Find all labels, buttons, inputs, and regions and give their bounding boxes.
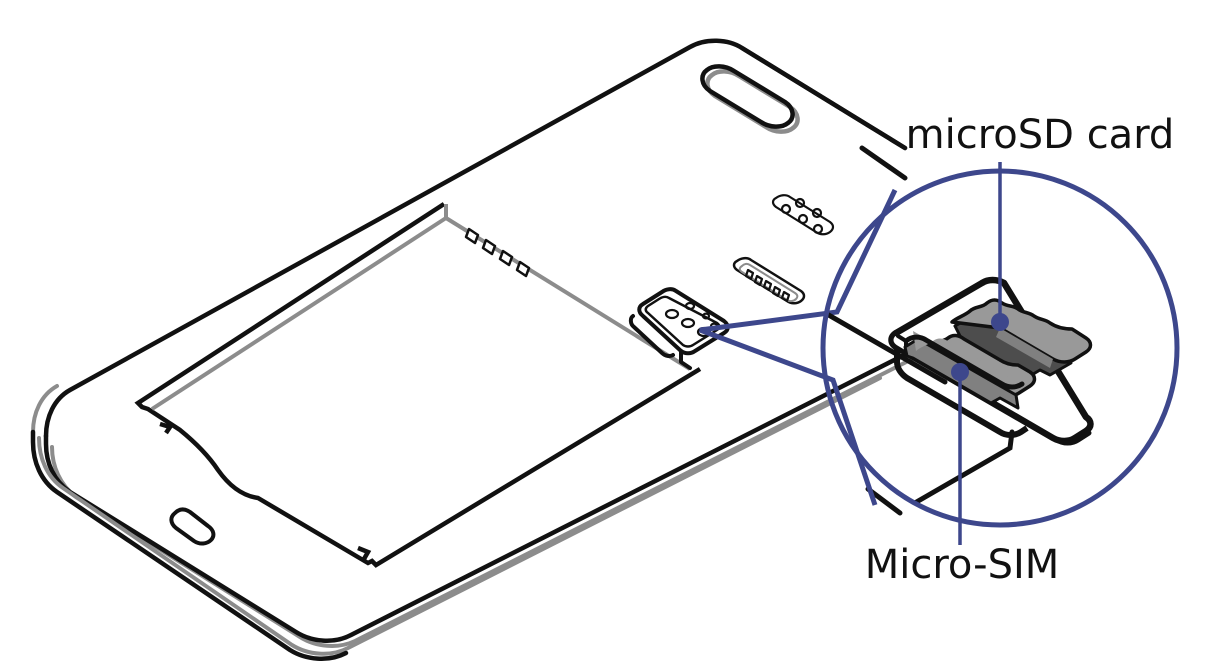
microsd-card-plate xyxy=(950,298,1093,364)
callout-microsim: Micro-SIM xyxy=(865,363,1060,588)
phone-thickness-gray xyxy=(37,376,882,656)
magnifier-pointer-wedge xyxy=(699,188,898,506)
magnifier-pointer-path xyxy=(699,188,898,506)
sim-tray-left-lip xyxy=(628,314,675,359)
sim-tray-holes xyxy=(664,301,719,338)
sim-tray-slot xyxy=(628,287,730,370)
battery-bay-outline xyxy=(134,202,702,568)
magnified-tray xyxy=(823,276,1094,507)
magnified-body-edge-top xyxy=(823,307,948,385)
contact-pads xyxy=(771,194,835,236)
battery-bay-notch-bottom xyxy=(357,545,372,561)
phone-bottom-black-2 xyxy=(30,429,349,661)
contact-pads-outline xyxy=(771,194,835,236)
contact-pad-dot-5 xyxy=(812,223,824,235)
battery-bay-tabs xyxy=(464,227,531,278)
speaker-grille-inner xyxy=(738,262,799,303)
magnifier-leader-upper xyxy=(859,145,908,181)
sim-tray-tab xyxy=(679,349,692,370)
contact-pad-dot-4 xyxy=(811,207,823,219)
camera-module-outline xyxy=(700,64,795,129)
battery-bay-notch-left xyxy=(159,421,174,435)
phone-top-right-edge xyxy=(739,45,908,151)
contact-pad-dot-2 xyxy=(794,197,806,209)
magnified-tray-divider xyxy=(903,334,1025,390)
microsim-label: Micro-SIM xyxy=(865,542,1060,588)
callout-microsd: microSD card xyxy=(906,112,1175,331)
battery-bay-tab-3 xyxy=(498,249,514,267)
bottom-button-outline xyxy=(169,507,216,546)
contact-pad-dot-3 xyxy=(797,213,809,225)
phone-lower-outline xyxy=(43,344,923,643)
camera-module xyxy=(700,64,800,134)
speaker-grille-outline xyxy=(732,256,806,305)
phone-upper-outline xyxy=(43,38,908,439)
phone-corner-gray xyxy=(31,384,59,434)
battery-bay-tab-4 xyxy=(515,260,531,278)
magnified-tray-right-notch xyxy=(1054,430,1092,446)
speaker-grille xyxy=(732,256,806,305)
microsd-leader-dot xyxy=(991,313,1009,331)
bottom-button xyxy=(169,507,216,546)
contact-pad-dot-1 xyxy=(780,203,792,215)
battery-bay-tab-2 xyxy=(481,238,497,256)
microsim-leader-dot xyxy=(951,363,969,381)
speaker-grille-slots xyxy=(744,268,791,303)
magnified-tray-front-lip xyxy=(894,347,1029,438)
phone-side-gray-edge xyxy=(50,350,928,648)
battery-bay-tab-1 xyxy=(464,227,480,245)
microsd-label: microSD card xyxy=(906,112,1175,158)
phone-body xyxy=(30,38,928,661)
microsd-card-edge-strip xyxy=(996,328,1053,368)
battery-bay-ledge-left xyxy=(150,216,448,411)
